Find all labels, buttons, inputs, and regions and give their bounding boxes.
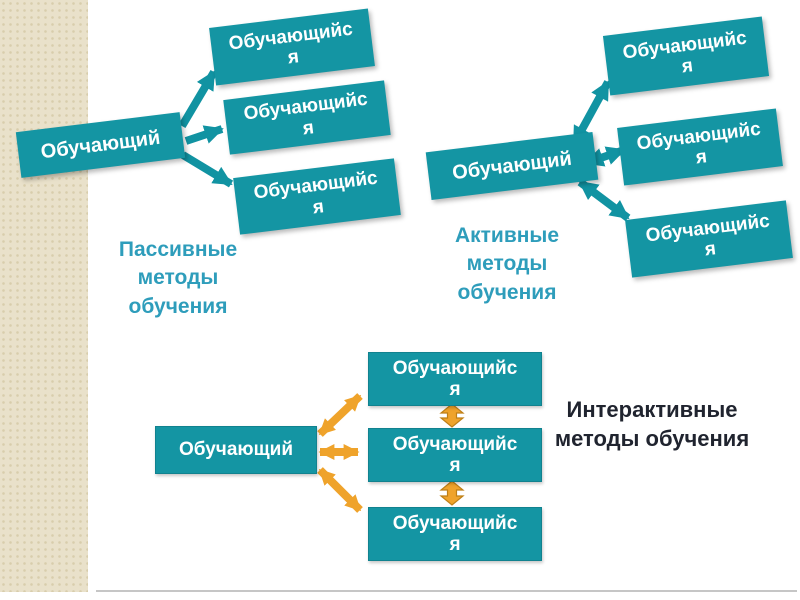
arrow-student-to-student-2 xyxy=(439,480,465,506)
teacher-label: Обучающий xyxy=(451,147,573,184)
student-box: Обучающийся xyxy=(368,428,542,482)
student-label: Обучающийся xyxy=(644,210,771,261)
sidebar-texture-strip xyxy=(0,0,88,592)
arrow-orange-1 xyxy=(317,393,363,437)
student-box: Обучающийся xyxy=(233,158,401,235)
student-box: Обучающийся xyxy=(368,507,542,561)
teacher-label: Обучающий xyxy=(39,126,162,163)
teacher-box: Обучающий xyxy=(425,131,599,201)
student-box: Обучающийся xyxy=(223,80,391,155)
arrow-orange-3 xyxy=(317,467,363,513)
student-label: Обучающийся xyxy=(242,88,369,140)
active-methods-label: Активные методы обучения xyxy=(454,224,560,304)
student-label: Обучающийся xyxy=(621,27,748,78)
arrow-teacher-to-student-1 xyxy=(178,69,218,129)
student-label: Обучающийся xyxy=(252,167,379,219)
student-label: Обучающийся xyxy=(392,433,518,476)
arrow-teacher-to-student-3 xyxy=(180,151,234,188)
teacher-label: Обучающий xyxy=(178,439,294,460)
student-label: Обучающийся xyxy=(392,357,518,400)
student-label: Обучающийся xyxy=(635,118,762,169)
teacher-box: Обучающий xyxy=(155,426,317,474)
student-label: Обучающийся xyxy=(392,512,518,555)
slide-bottom-shadow xyxy=(96,590,797,592)
interactive-methods-label: Интерактивные методы обучения xyxy=(554,397,750,451)
student-box: Обучающийся xyxy=(617,108,783,186)
passive-arrows xyxy=(178,69,234,188)
student-box: Обучающийся xyxy=(368,352,542,406)
student-box: Обучающийся xyxy=(625,200,793,278)
student-box: Обучающийся xyxy=(209,8,375,86)
student-label: Обучающийся xyxy=(227,18,354,69)
passive-methods-label: Пассивные методы обучения xyxy=(118,238,238,318)
arrow-teacher-to-student-2 xyxy=(184,125,224,145)
student-box: Обучающийся xyxy=(602,16,770,96)
arrow-two-way-3 xyxy=(577,178,631,222)
arrow-student-to-student-1 xyxy=(439,403,465,428)
